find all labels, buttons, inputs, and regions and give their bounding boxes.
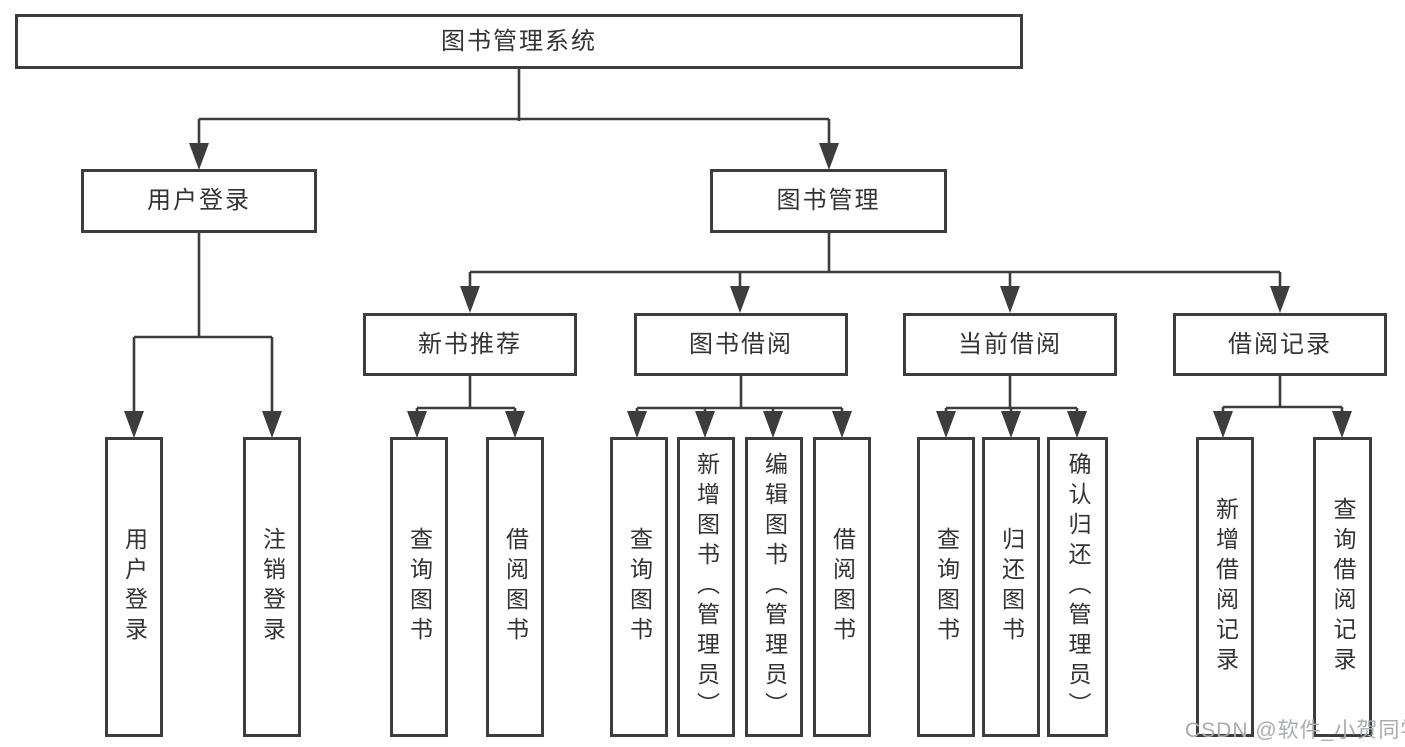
node-borrowing-records: 借阅记录 <box>1173 313 1387 376</box>
node-label: 新增借阅记录 <box>1212 497 1239 677</box>
node-label: 查询图书 <box>406 527 433 647</box>
node-label: 图书管理系统 <box>441 27 597 55</box>
node-label: 借阅图书 <box>502 527 529 647</box>
node-user-login: 用户登录 <box>81 169 317 233</box>
node-label: 用户登录 <box>121 527 148 647</box>
leaf-confirm-return-admin: 确认归还（管理员） <box>1047 437 1108 737</box>
csdn-watermark: CSDN @软件_小贺同学 <box>1185 719 1405 742</box>
node-label: 新增图书（管理员） <box>693 452 720 722</box>
node-label: 借阅记录 <box>1228 330 1332 358</box>
leaf-query-books-recommend: 查询图书 <box>390 437 448 737</box>
node-label: 查询图书 <box>626 527 653 647</box>
leaf-return-book: 归还图书 <box>982 437 1040 737</box>
node-label: 编辑图书（管理员） <box>761 452 788 722</box>
node-label: 查询借阅记录 <box>1330 497 1356 677</box>
leaf-edit-book-admin: 编辑图书（管理员） <box>745 437 803 737</box>
node-label: 图书管理 <box>776 187 881 214</box>
node-label: 注销登录 <box>259 527 286 647</box>
node-label: 新书推荐 <box>418 330 522 358</box>
node-current-borrowing: 当前借阅 <box>903 313 1117 376</box>
leaf-logout: 注销登录 <box>243 437 301 737</box>
node-book-management: 图书管理 <box>710 169 947 233</box>
node-label: 查询图书 <box>933 527 960 647</box>
node-label: 图书借阅 <box>689 330 793 358</box>
leaf-query-borrow-record: 查询借阅记录 <box>1313 437 1372 737</box>
node-system-root: 图书管理系统 <box>15 14 1023 69</box>
node-label: 确认归还（管理员） <box>1065 452 1091 722</box>
leaf-borrow-books-recommend: 借阅图书 <box>486 437 544 737</box>
leaf-query-books-current: 查询图书 <box>917 437 975 737</box>
leaf-query-books-borrowing: 查询图书 <box>610 437 668 737</box>
node-label: 归还图书 <box>998 527 1025 647</box>
node-label: 用户登录 <box>147 187 251 214</box>
leaf-user-login: 用户登录 <box>105 437 163 737</box>
arrowheads <box>124 143 1352 438</box>
leaf-add-borrow-record: 新增借阅记录 <box>1196 437 1254 737</box>
node-new-book-recommend: 新书推荐 <box>363 313 577 376</box>
node-book-borrowing: 图书借阅 <box>634 313 848 376</box>
leaf-borrow-books-borrowing: 借阅图书 <box>813 437 871 737</box>
node-label: 借阅图书 <box>829 527 856 647</box>
node-label: 当前借阅 <box>958 330 1062 358</box>
leaf-add-book-admin: 新增图书（管理员） <box>677 437 735 737</box>
